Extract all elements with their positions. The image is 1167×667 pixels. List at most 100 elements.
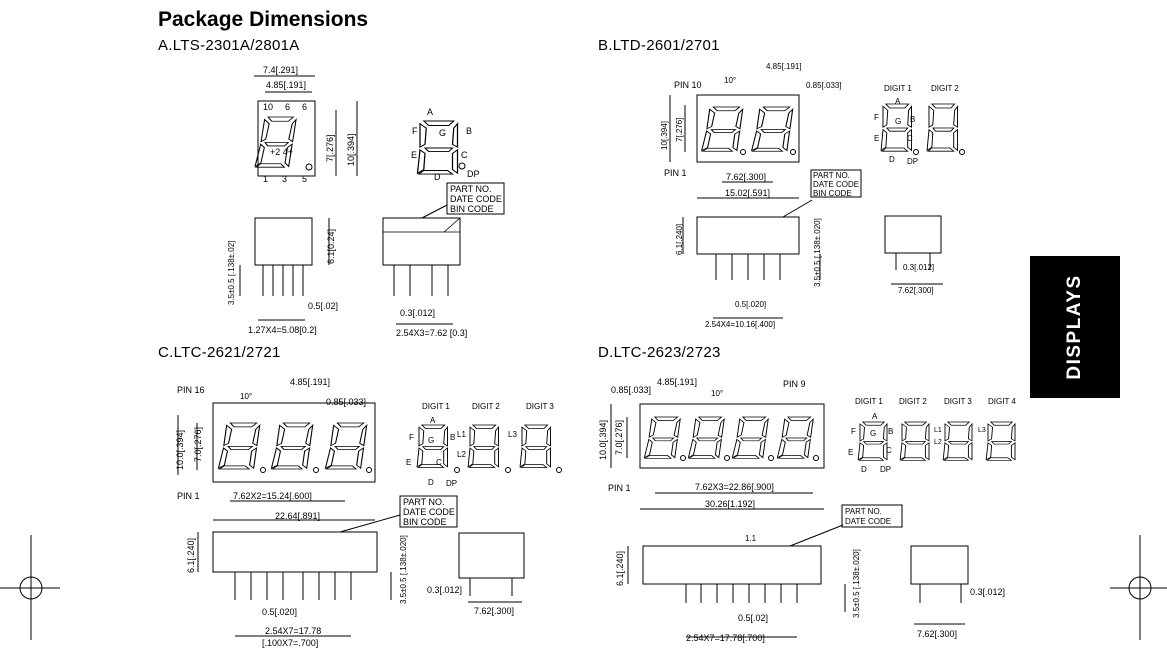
d-dim-height: 10.0[.394] (598, 420, 608, 460)
b-dim-seg-width: 4.85[.191] (766, 62, 802, 71)
a-label-box (446, 182, 505, 215)
d-label-line2: DATE CODE (845, 517, 891, 526)
d-dim-pin-t: 0.3[.012] (970, 587, 1005, 597)
b-dim-pin-t: 0.3[.012] (903, 263, 934, 272)
c-digit-3: DIGIT 3 (526, 402, 554, 411)
b-digit-2: DIGIT 2 (931, 84, 959, 93)
b-dim-seg-height: 7[.276] (675, 118, 684, 142)
b-digit-1: DIGIT 1 (884, 84, 912, 93)
a-pin-center: +2 4+ (270, 147, 293, 157)
d-front-body (639, 403, 825, 469)
b-seg-dp: DP (907, 157, 918, 166)
b-label-line3: BIN CODE (813, 189, 852, 198)
registration-marks (0, 535, 1167, 640)
a-dim-row-pitch: 2.54X3=7.62 [0.3] (396, 328, 467, 338)
d-label-line1: PART NO. (845, 507, 882, 516)
d-seg-d: D (861, 465, 867, 474)
d-digit-4: DIGIT 4 (988, 397, 1016, 406)
a-dim-height: 10[.394] (346, 133, 356, 166)
b-dim-width: 15.02[.591] (725, 188, 770, 198)
c-dim-side-height: 6.1[.240] (186, 538, 196, 573)
d-dim-digit-pitch: 7.62X3=22.86[.900] (695, 482, 774, 492)
c-label-line1: PART NO. (403, 497, 445, 507)
a-dim-pin-w: 0.5[.02] (308, 301, 338, 311)
c-seg-f: F (409, 433, 414, 442)
b-dim-side-height: 6.1[.240] (675, 224, 684, 255)
b-dim-pin-len: 3.5±0.5 [.138±.020] (813, 218, 822, 287)
a-pin-top-1: 10 (263, 102, 273, 112)
c-colon-l2: L2 (457, 450, 466, 459)
c-seg-a: A (430, 416, 436, 425)
c-dim-angle: 10° (240, 392, 252, 401)
d-seg-dp: DP (880, 465, 891, 474)
b-dim-angle: 10° (724, 76, 736, 85)
c-dim-width: 22.64[.891] (275, 511, 320, 521)
b-end-body (884, 215, 942, 254)
c-label-line2: DATE CODE (403, 507, 455, 517)
c-dim-pin-t: 0.3[.012] (427, 585, 462, 595)
b-dim-pin-span: 2.54X4=10.16[.400] (705, 320, 775, 329)
a-dim-pin-t: 0.3[.012] (400, 308, 435, 318)
a-seg-a: A (427, 107, 433, 117)
a-front-digit (254, 116, 298, 168)
a-front-body (257, 100, 316, 177)
a-label-line2: DATE CODE (450, 194, 502, 204)
c-colon-l3: L3 (508, 430, 517, 439)
c-colon-l1: L1 (457, 430, 466, 439)
b-dim-pin-w: 0.5[.020] (735, 300, 766, 309)
b-dim-seg-gap: 0.85[.033] (806, 81, 842, 90)
c-pin-first: PIN 16 (177, 385, 205, 395)
c-dim-seg-gap: 0.85[.033] (326, 397, 366, 407)
displays-side-tab: DISPLAYS (1030, 256, 1120, 398)
c-digit-2: DIGIT 2 (472, 402, 500, 411)
b-seg-d: D (889, 155, 895, 164)
c-label-box (399, 495, 458, 528)
b-dim-row-pitch: 7.62[.300] (898, 286, 934, 295)
a-dim-seg-width: 4.85[.191] (266, 80, 306, 90)
a-dp-dot (305, 163, 313, 171)
a-seg-d: D (434, 172, 441, 182)
c-dim-pin-w: 0.5[.020] (262, 607, 297, 617)
d-colon-l1: L1 (934, 427, 942, 434)
c-seg-e: E (406, 458, 411, 467)
page-title: Package Dimensions (158, 8, 369, 31)
d-digit-2: DIGIT 2 (899, 397, 927, 406)
a-pin-top-2: 6 (285, 102, 290, 112)
c-dim-height: 10.0[.394] (175, 430, 185, 470)
b-seg-b: B (910, 115, 915, 124)
section-c-title: C.LTC-2621/2721 (158, 344, 281, 361)
a-pin-bot-1: 1 (263, 174, 268, 184)
c-end-body (458, 532, 525, 579)
a-seg-dp: DP (467, 169, 480, 179)
c-digit-1: DIGIT 1 (422, 402, 450, 411)
b-pin-first: PIN 10 (674, 80, 702, 90)
c-seg-b: B (450, 433, 455, 442)
section-a-title: A.LTS-2301A/2801A (158, 37, 300, 54)
d-dim-row-pitch: 7.62[.300] (917, 629, 957, 639)
d-dim-width: 30.26[1.192] (705, 499, 755, 509)
d-seg-e: E (848, 448, 853, 457)
c-dim-pin-len: 3.5±0.5 [.138±.020] (399, 535, 408, 604)
c-dim-seg-width: 4.85[.191] (290, 377, 330, 387)
d-dim-pin-w: 0.5[.02] (738, 613, 768, 623)
a-dim-width: 7.4[.291] (263, 65, 298, 75)
a-seg-c: C (461, 150, 468, 160)
a-seg-f: F (412, 126, 418, 136)
b-seg-f: F (874, 113, 879, 122)
d-digit-3: DIGIT 3 (944, 397, 972, 406)
d-seg-c: C (886, 446, 892, 455)
b-seg-a: A (895, 97, 901, 106)
c-side-body (212, 531, 378, 573)
c-seg-c: C (436, 458, 442, 467)
c-segment-diagram (416, 424, 448, 468)
c-label-line3: BIN CODE (403, 517, 447, 527)
a-dim-side-height: 6.1[0.24] (326, 229, 336, 264)
d-dim-pin-span: 2.54X7=17.78[.700] (686, 633, 765, 643)
a-side-body (254, 217, 313, 266)
d-pin-last: PIN 1 (608, 483, 631, 493)
b-seg-e: E (874, 134, 879, 143)
d-label-box (841, 504, 903, 528)
b-label-box (810, 169, 862, 198)
c-dim-row-pitch: 7.62[.300] (474, 606, 514, 616)
